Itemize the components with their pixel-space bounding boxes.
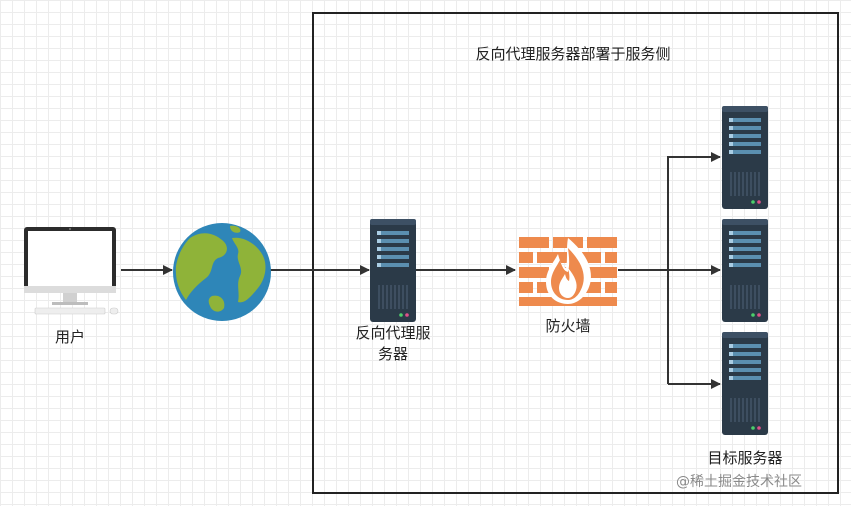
- diagram-title: 反向代理服务器部署于服务侧: [475, 45, 671, 63]
- firewall-label: 防火墙: [545, 317, 591, 335]
- reverse-proxy-label-line2: 务器: [377, 345, 408, 363]
- target-servers-label: 目标服务器: [707, 449, 783, 467]
- target-server-3-icon: [721, 331, 769, 436]
- watermark-text: @稀土掘金技术社区: [676, 474, 802, 490]
- connectors: [121, 152, 721, 389]
- reverse-proxy-label-line1: 反向代理服: [355, 324, 431, 342]
- firewall-icon: [519, 237, 617, 306]
- target-server-2-icon: [721, 218, 769, 323]
- user-label: 用户: [54, 328, 85, 346]
- target-server-1-icon: [721, 105, 769, 210]
- server-side-boundary: [312, 12, 839, 494]
- arrow-branch-to-target-1: [667, 152, 721, 384]
- reverse-proxy-server-icon: [369, 218, 417, 323]
- globe-icon: [173, 223, 271, 321]
- desktop-computer-icon: [24, 227, 119, 315]
